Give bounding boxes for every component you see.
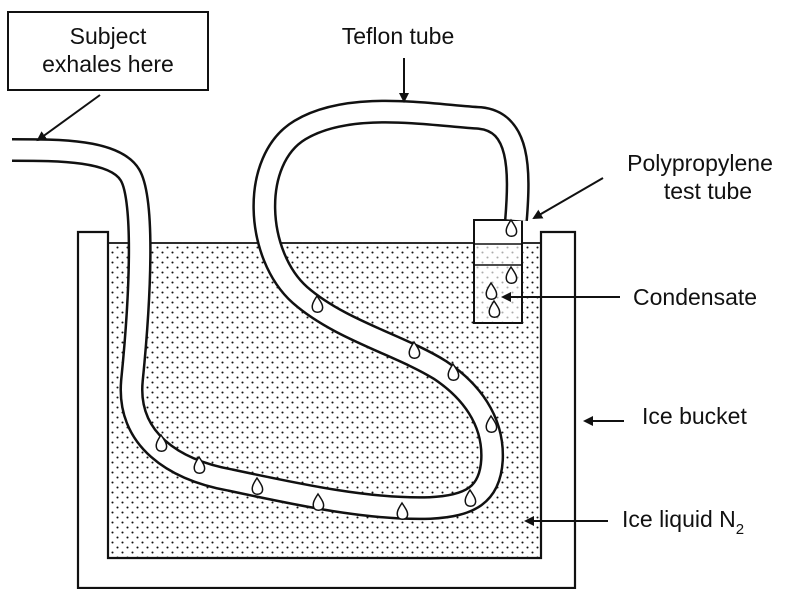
droplet (505, 218, 518, 237)
subject-label-line2: exhales here (42, 51, 174, 77)
droplet (485, 281, 498, 300)
droplet (155, 433, 168, 452)
droplet (447, 362, 460, 381)
test-tube-label-line1: Polypropylene (627, 150, 773, 176)
ice-bucket-label: Ice bucket (642, 403, 747, 429)
test-tube-label-line2: test tube (664, 178, 752, 204)
droplet (505, 265, 518, 284)
droplet (312, 492, 325, 511)
droplet (488, 299, 501, 318)
droplet (311, 294, 324, 313)
droplet (485, 414, 498, 433)
ice-bucket-wall (76, 230, 577, 590)
arrow-subject (36, 94, 101, 142)
arrow-test-tube (532, 177, 604, 220)
droplet (408, 340, 421, 359)
subject-label-line1: Subject (70, 23, 147, 49)
condensate-label: Condensate (633, 284, 757, 310)
subject-label-box (7, 11, 209, 91)
droplet (193, 455, 206, 474)
condensate-droplets (155, 218, 518, 520)
teflon-tube (4, 99, 530, 521)
ice-liquid-label-text: Ice liquid N (622, 506, 736, 532)
droplet (464, 488, 477, 507)
ice-liquid-label: Ice liquid N2 (622, 506, 744, 538)
droplet (396, 501, 409, 520)
droplet (251, 476, 264, 495)
teflon-tube-label: Teflon tube (342, 23, 455, 49)
ice-liquid-label-subscript: 2 (736, 521, 744, 538)
